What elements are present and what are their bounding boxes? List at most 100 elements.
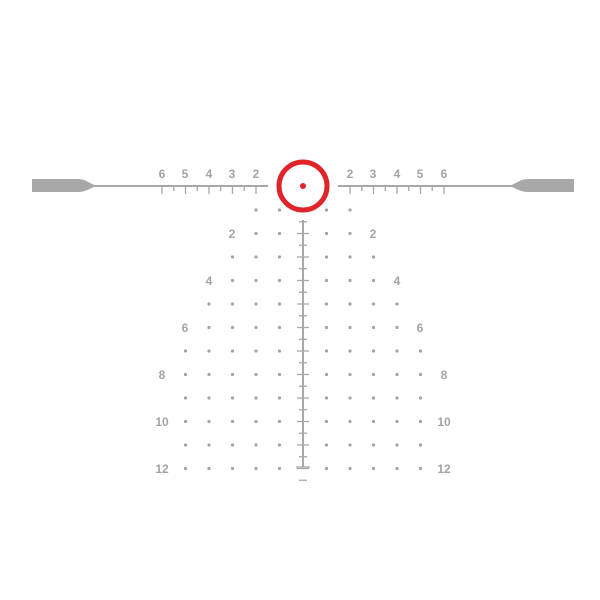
holdover-dot [277,208,282,212]
h-label-left-4: 4 [206,167,213,181]
holdover-dot [207,372,211,377]
holdover-dot [348,396,352,400]
holdover-dot [277,302,282,306]
holdover-dot [371,302,376,306]
holdover-dot [324,208,329,212]
holdover-dot [395,349,399,353]
left-thick-post [32,179,96,192]
holdover-dot [254,372,258,377]
holdover-dot [371,443,376,447]
h-label-left-6: 6 [159,167,166,181]
v-label-left-4: 4 [206,274,213,288]
holdover-dot [277,443,282,447]
holdover-dot [348,372,352,377]
holdover-dot [395,466,399,471]
holdover-dot [230,255,235,259]
holdover-dot [254,302,258,306]
holdover-dot [207,302,211,306]
holdover-dot [230,466,235,471]
holdover-dot [254,443,258,447]
holdover-dot [230,349,235,353]
holdover-dot [348,231,352,236]
holdover-dot [371,372,376,377]
h-label-right-2: 2 [347,167,354,181]
holdover-dot [230,396,235,400]
holdover-dot [348,349,352,353]
holdover-dot [324,466,329,471]
holdover-dot [254,396,258,400]
h-label-right-5: 5 [417,167,424,181]
holdover-dot [348,255,352,259]
holdover-dot [371,349,376,353]
red-dot-icon [300,183,306,189]
holdover-dot [324,325,329,330]
holdover-dots [183,208,423,471]
holdover-dot [230,302,235,306]
holdover-dot [277,278,282,283]
holdover-dot [324,349,329,353]
holdover-dot [277,466,282,471]
holdover-dot [324,278,329,283]
holdover-dot [418,372,423,377]
holdover-dot [207,349,211,353]
holdover-dot [254,466,258,471]
holdover-dot [324,231,329,236]
holdover-dot [277,372,282,377]
v-label-left-2: 2 [229,227,236,241]
h-label-right-3: 3 [370,167,377,181]
holdover-dot [254,419,258,424]
v-label-right-4: 4 [394,274,401,288]
holdover-dot [207,443,211,447]
holdover-dot [183,466,188,471]
holdover-dot [230,419,235,424]
holdover-dot [348,302,352,306]
holdover-dot [324,372,329,377]
holdover-dot [207,419,211,424]
holdover-dot [324,443,329,447]
holdover-dot [277,255,282,259]
v-label-right-10: 10 [437,415,451,429]
holdover-dot [254,208,258,212]
holdover-dot [418,349,423,353]
holdover-dot [254,255,258,259]
holdover-dot [183,372,188,377]
holdover-dot [277,325,282,330]
holdover-dot [348,466,352,471]
v-label-left-12: 12 [155,462,169,476]
holdover-dot [418,466,423,471]
holdover-dot [418,396,423,400]
v-label-right-12: 12 [437,462,451,476]
holdover-dot [207,325,211,330]
holdover-dot [254,325,258,330]
holdover-dot [183,443,188,447]
h-label-right-6: 6 [441,167,448,181]
holdover-dot [230,443,235,447]
holdover-dot [277,231,282,236]
holdover-dot [348,208,352,212]
v-label-right-8: 8 [441,368,448,382]
holdover-dot [183,349,188,353]
h-label-left-5: 5 [182,167,189,181]
holdover-dot [324,396,329,400]
v-label-left-6: 6 [182,321,189,335]
holdover-dot [324,255,329,259]
h-label-left-3: 3 [229,167,236,181]
v-label-right-2: 2 [370,227,377,241]
holdover-dot [418,419,423,424]
holdover-dot [254,349,258,353]
holdover-dot [348,443,352,447]
holdover-dot [371,278,376,283]
holdover-dot [277,419,282,424]
h-label-left-2: 2 [253,167,260,181]
holdover-dot [395,325,399,330]
holdover-dot [230,325,235,330]
holdover-dot [230,372,235,377]
v-label-right-6: 6 [417,321,424,335]
holdover-dot [183,396,188,400]
vertical-ticks [296,221,310,481]
h-label-right-4: 4 [394,167,401,181]
holdover-dot [395,372,399,377]
horizontal-ticks [161,185,445,194]
holdover-dot [395,396,399,400]
holdover-dot [395,419,399,424]
